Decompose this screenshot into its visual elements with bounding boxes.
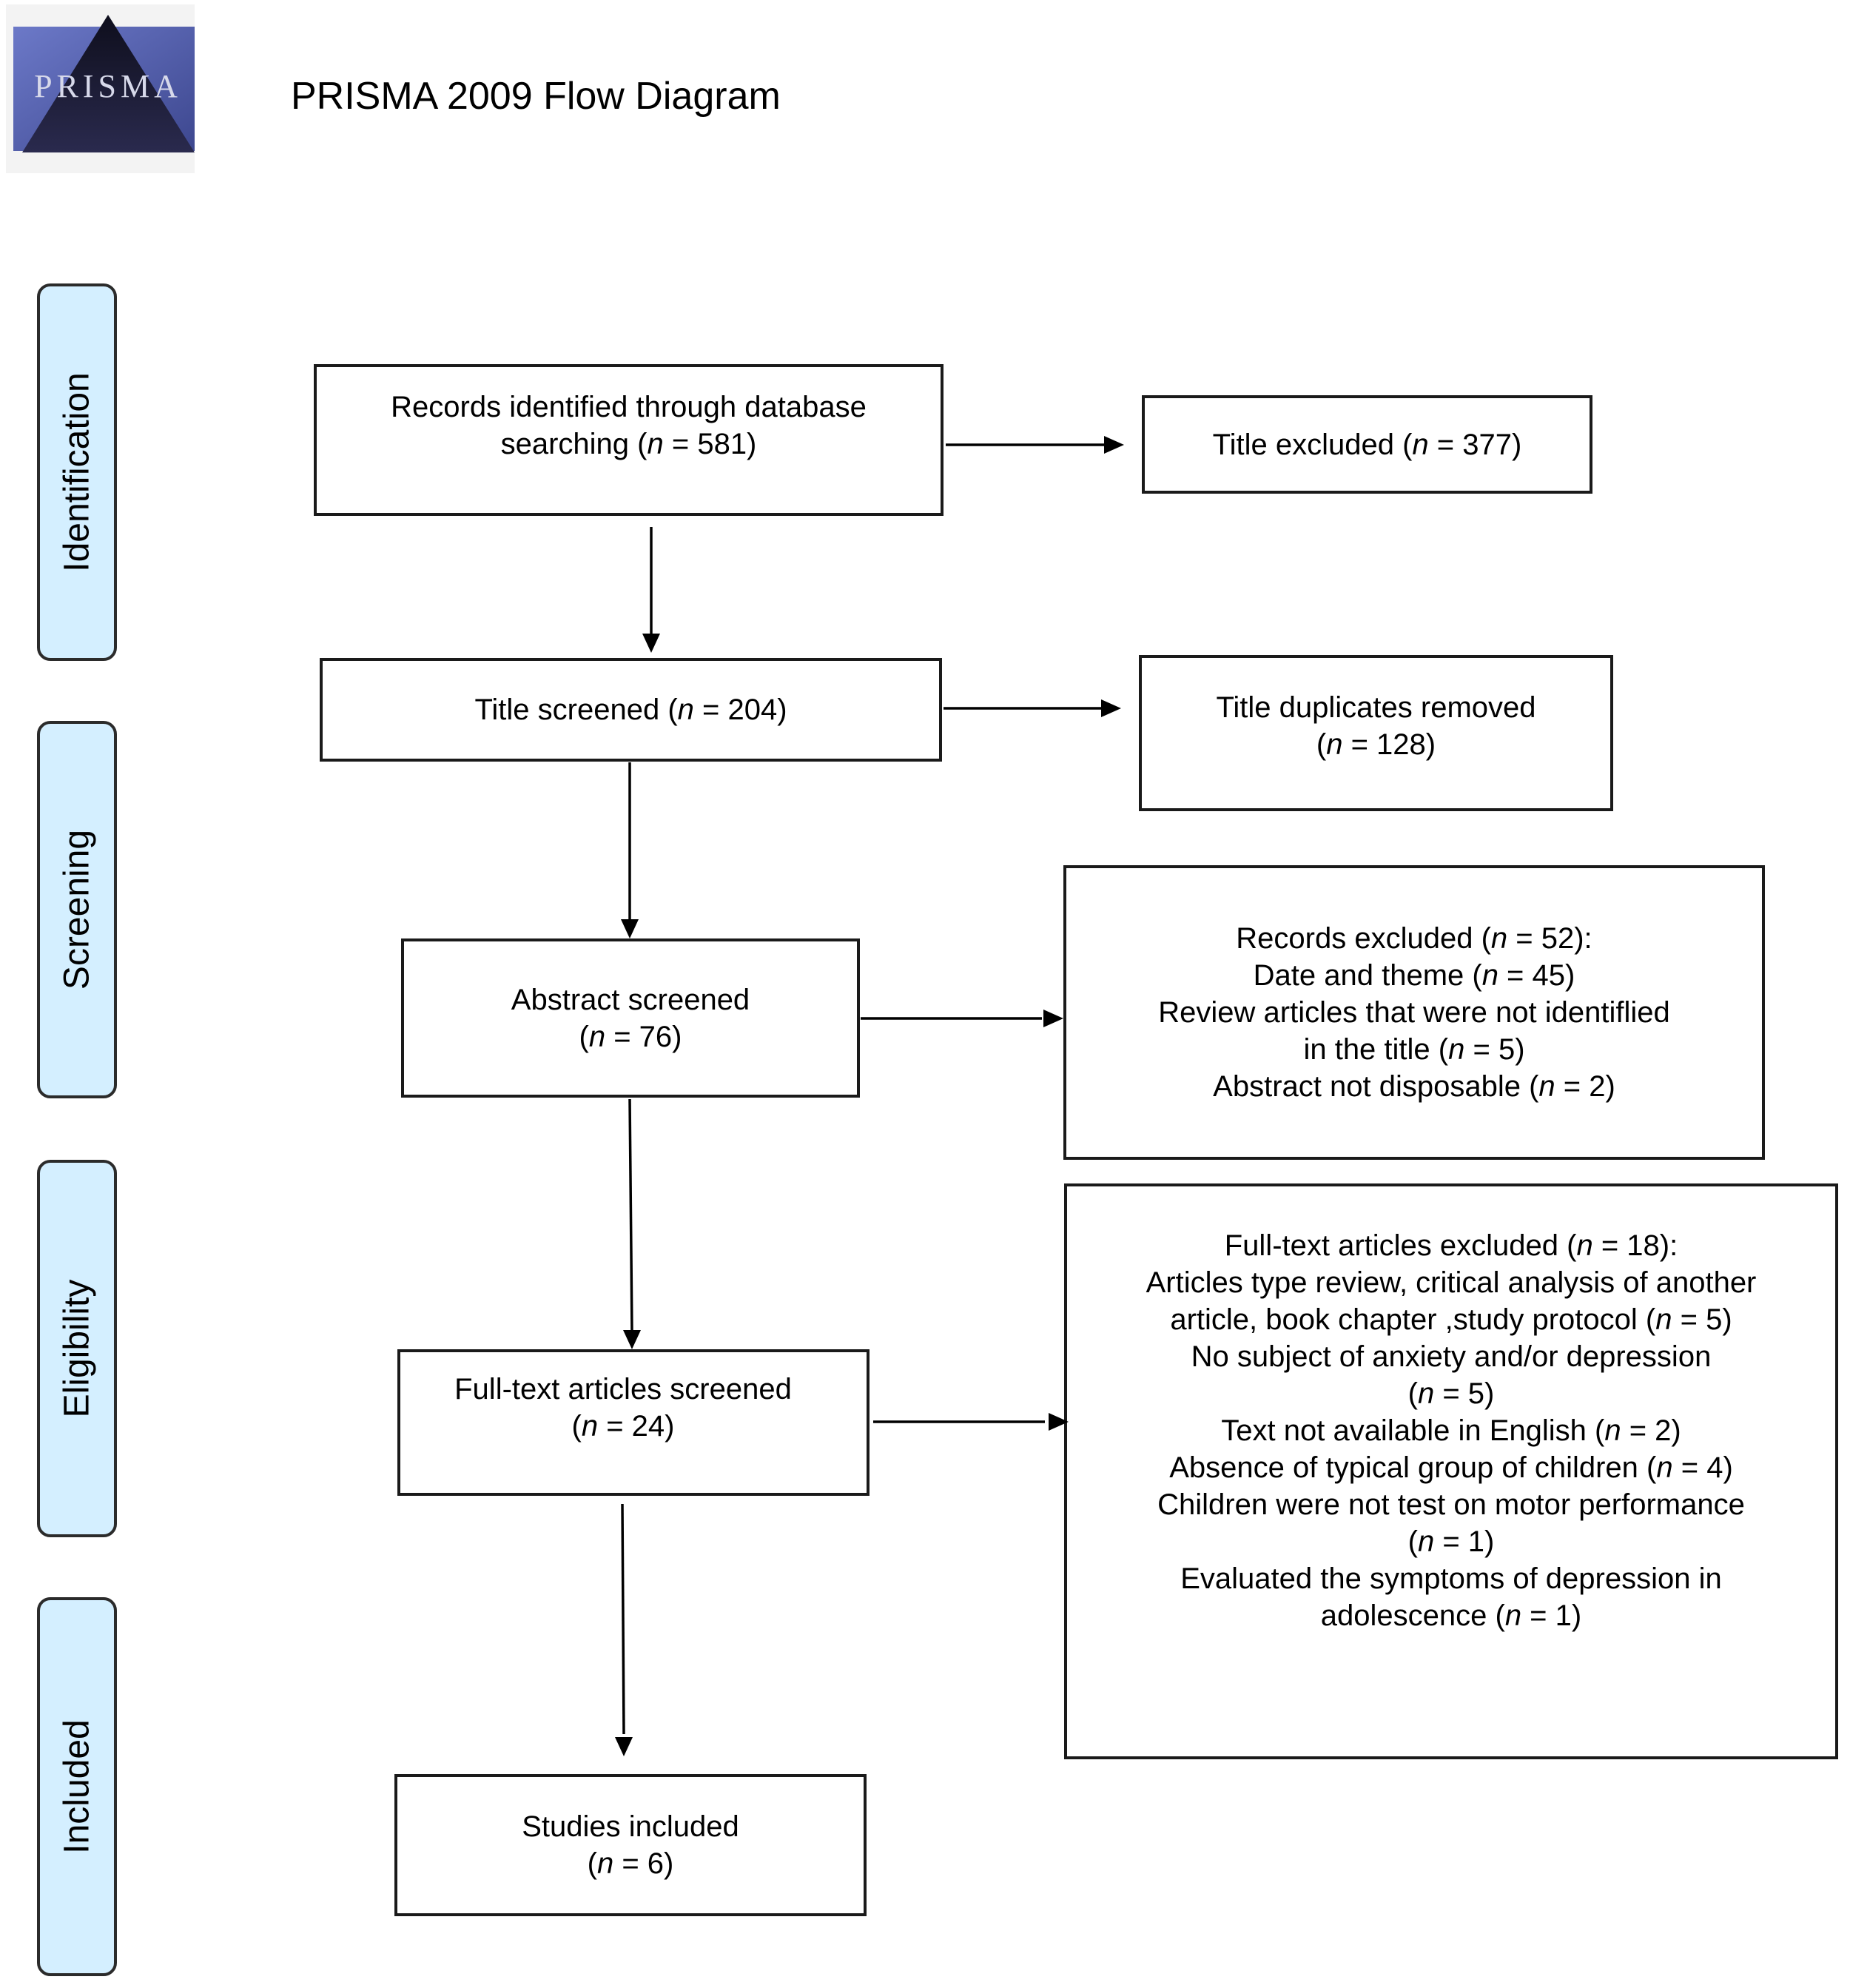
records-excluded-line: Records excluded (n = 52):: [1236, 922, 1592, 955]
n-symbol: n: [1655, 1303, 1672, 1336]
fulltext-screened-line: (n = 24): [571, 1410, 675, 1443]
arrow-fulltext-to-included: [621, 1503, 625, 1735]
fulltext-screened-text: Full-text articles screened (n = 24): [454, 1371, 792, 1445]
records-excluded-box: Records excluded (n = 52): Date and theme…: [1063, 865, 1765, 1160]
arrowhead-right-1: [1104, 436, 1124, 454]
title-duplicates-box: Title duplicates removed (n = 128): [1139, 655, 1613, 811]
title-excluded-line: Title excluded (n = 377): [1212, 428, 1522, 461]
n-symbol: n: [677, 694, 694, 726]
title-duplicates-line: Title duplicates removed: [1216, 691, 1536, 724]
arrow-abstract-to-fulltext: [628, 1098, 633, 1333]
stage-label-included: Included: [57, 1719, 97, 1854]
fulltext-screened-line: Full-text articles screened: [454, 1373, 792, 1406]
studies-included-line: Studies included: [522, 1810, 739, 1843]
fulltext-excluded-line: (n = 5): [1407, 1377, 1495, 1410]
arrowhead-right-3: [1043, 1010, 1063, 1027]
records-excluded-line: Review articles that were not identiflie…: [1158, 996, 1670, 1029]
records-excluded-line: in the title (n = 5): [1303, 1033, 1525, 1066]
n-symbol: n: [1326, 728, 1343, 761]
n-symbol: n: [596, 1847, 614, 1880]
fulltext-excluded-line: Text not available in English (n = 2): [1221, 1414, 1681, 1447]
arrowhead-down-3: [623, 1330, 641, 1349]
n-symbol: n: [1417, 1525, 1435, 1558]
n-symbol: n: [581, 1410, 599, 1443]
n-symbol: n: [647, 427, 664, 460]
title-excluded-text: Title excluded (n = 377): [1213, 426, 1522, 463]
studies-included-line: (n = 6): [587, 1847, 674, 1880]
fulltext-excluded-line: article, book chapter ,study protocol (n…: [1170, 1303, 1732, 1336]
abstract-screened-text: Abstract screened (n = 76): [511, 981, 750, 1055]
arrowhead-down-1: [642, 634, 660, 653]
fulltext-screened-box: Full-text articles screened (n = 24): [397, 1349, 870, 1496]
arrowhead-right-2: [1101, 699, 1121, 717]
prisma-logo: PRISMA: [6, 4, 195, 173]
fulltext-excluded-line: Full-text articles excluded (n = 18):: [1224, 1229, 1678, 1262]
fulltext-excluded-line: adolescence (n = 1): [1320, 1599, 1582, 1632]
fulltext-excluded-line: Articles type review, critical analysis …: [1146, 1266, 1757, 1299]
records-identified-box: Records identified through database searc…: [314, 364, 944, 516]
abstract-screened-line: Abstract screened: [511, 983, 750, 1016]
stage-included: Included: [37, 1597, 117, 1976]
fulltext-excluded-line: Absence of typical group of children (n …: [1169, 1451, 1733, 1484]
n-symbol: n: [1576, 1229, 1593, 1262]
fulltext-excluded-line: Evaluated the symptoms of depression in: [1180, 1562, 1722, 1595]
stage-eligibility: Eligibility: [37, 1160, 117, 1537]
stage-label-screening: Screening: [57, 829, 97, 990]
records-excluded-line: Abstract not disposable (n = 2): [1213, 1070, 1615, 1103]
records-identified-text: Records identified through database searc…: [391, 389, 867, 463]
title-screened-line: Title screened (n = 204): [474, 694, 787, 726]
arrowhead-down-2: [621, 919, 639, 938]
n-symbol: n: [1448, 1033, 1465, 1066]
abstract-screened-line: (n = 76): [579, 1020, 682, 1053]
n-symbol: n: [1481, 959, 1498, 992]
records-identified-line: searching (n = 581): [500, 427, 757, 460]
records-identified-line: Records identified through database: [391, 390, 867, 423]
title-screened-text: Title screened (n = 204): [474, 691, 787, 728]
n-symbol: n: [1417, 1377, 1435, 1410]
stage-identification: Identification: [37, 283, 117, 661]
n-symbol: n: [1412, 428, 1429, 461]
n-symbol: n: [1656, 1451, 1673, 1484]
logo-wordmark: PRISMA: [34, 68, 182, 104]
fulltext-excluded-line: Children were not test on motor performa…: [1157, 1488, 1745, 1521]
arrowhead-down-4: [615, 1737, 633, 1756]
records-excluded-line: Date and theme (n = 45): [1253, 959, 1575, 992]
title-duplicates-text: Title duplicates removed (n = 128): [1216, 689, 1536, 763]
stage-label-identification: Identification: [57, 372, 97, 572]
n-symbol: n: [588, 1020, 606, 1053]
stage-label-eligibility: Eligibility: [57, 1279, 97, 1418]
studies-included-box: Studies included (n = 6): [394, 1774, 867, 1916]
n-symbol: n: [1604, 1414, 1621, 1447]
title-screened-box: Title screened (n = 204): [320, 658, 942, 762]
fulltext-excluded-text: Full-text articles excluded (n = 18): Art…: [1146, 1227, 1757, 1634]
n-symbol: n: [1490, 922, 1508, 955]
fulltext-excluded-line: (n = 1): [1407, 1525, 1495, 1558]
abstract-screened-box: Abstract screened (n = 76): [401, 938, 860, 1098]
title-excluded-box: Title excluded (n = 377): [1142, 395, 1592, 494]
page-title: PRISMA 2009 Flow Diagram: [291, 75, 781, 118]
fulltext-excluded-line: No subject of anxiety and/or depression: [1191, 1340, 1712, 1373]
n-symbol: n: [1504, 1599, 1522, 1632]
title-duplicates-line: (n = 128): [1316, 728, 1436, 761]
records-excluded-text: Records excluded (n = 52): Date and theme…: [1158, 920, 1669, 1105]
n-symbol: n: [1538, 1070, 1555, 1103]
fulltext-excluded-box: Full-text articles excluded (n = 18): Art…: [1064, 1183, 1838, 1759]
stage-screening: Screening: [37, 721, 117, 1098]
studies-included-text: Studies included (n = 6): [522, 1808, 739, 1882]
